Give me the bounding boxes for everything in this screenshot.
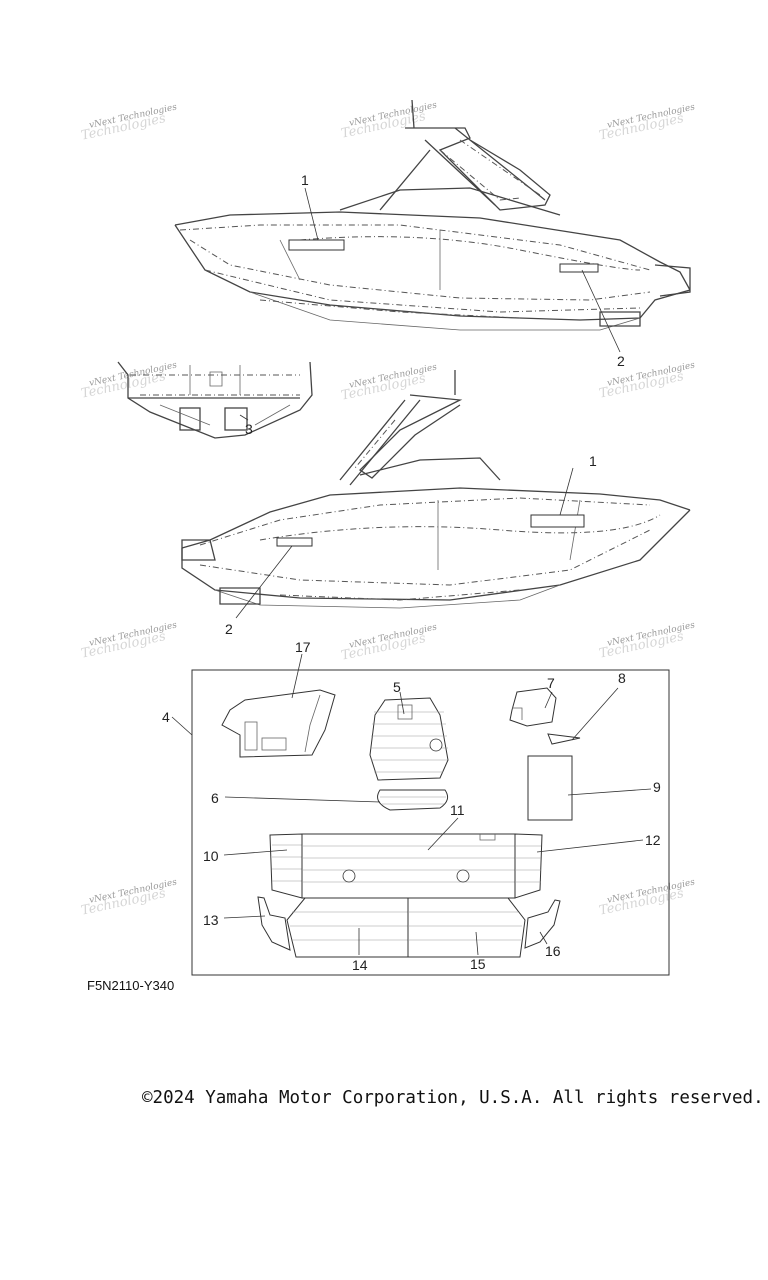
mat-part-10	[269, 833, 303, 899]
callout-5: 5	[393, 679, 401, 695]
mat-part-12	[514, 833, 543, 899]
copyright-notice: ©2024 Yamaha Motor Corporation, U.S.A. A…	[142, 1088, 764, 1108]
hull-decal	[276, 537, 313, 547]
leader-line	[224, 796, 381, 803]
callout-17: 17	[295, 639, 311, 655]
callout-2: 2	[617, 353, 625, 369]
leader-line	[171, 716, 193, 736]
mat-part-9	[527, 755, 573, 821]
callout-16: 16	[545, 943, 561, 959]
leader-line	[239, 414, 249, 421]
callout-8: 8	[618, 670, 626, 686]
callout-14: 14	[352, 957, 368, 973]
mat-part-13	[257, 896, 291, 951]
mat-part-7	[509, 687, 557, 727]
callout-7: 7	[547, 675, 555, 691]
mat-part-8	[547, 733, 581, 745]
boat-side-view-middle	[181, 370, 691, 609]
leader-line	[427, 817, 459, 851]
leader-line	[544, 691, 553, 709]
mat-part-14	[286, 897, 409, 958]
mat-part-6	[377, 789, 449, 811]
leader-line	[304, 187, 319, 241]
mat-part-15	[407, 897, 526, 958]
callout-11: 11	[450, 802, 465, 818]
leader-line	[536, 839, 644, 853]
hull-decal	[530, 514, 585, 528]
mat-kit-frame	[191, 669, 670, 976]
boat-stern-view	[117, 361, 313, 439]
mat-part-11	[301, 833, 516, 899]
leader-line	[475, 931, 479, 956]
leader-line	[581, 269, 621, 353]
leader-line	[291, 653, 303, 699]
callout-10: 10	[203, 848, 219, 864]
leader-line	[571, 687, 619, 741]
callout-12: 12	[645, 832, 661, 848]
leader-line	[539, 931, 548, 945]
hull-decal	[559, 263, 599, 273]
boat-side-view-top	[174, 99, 691, 331]
leader-line	[399, 691, 405, 715]
callout-1: 1	[301, 172, 309, 188]
callout-9: 9	[653, 779, 661, 795]
callout-13: 13	[203, 912, 219, 928]
mat-part-16	[524, 899, 561, 949]
callout-3: 3	[245, 421, 253, 437]
callout-6: 6	[211, 790, 219, 806]
leader-line	[223, 849, 288, 856]
leader-line	[567, 788, 652, 796]
leader-line	[235, 545, 293, 619]
callout-2: 2	[225, 621, 233, 637]
hull-decal	[288, 239, 345, 251]
leader-line	[559, 467, 574, 516]
mat-part-17	[221, 689, 336, 758]
mat-part-5	[369, 697, 449, 781]
figure-code: F5N2110-Y340	[87, 978, 174, 993]
leader-line	[223, 915, 266, 919]
callout-15: 15	[470, 956, 486, 972]
callout-1: 1	[589, 453, 597, 469]
callout-4: 4	[162, 709, 170, 725]
